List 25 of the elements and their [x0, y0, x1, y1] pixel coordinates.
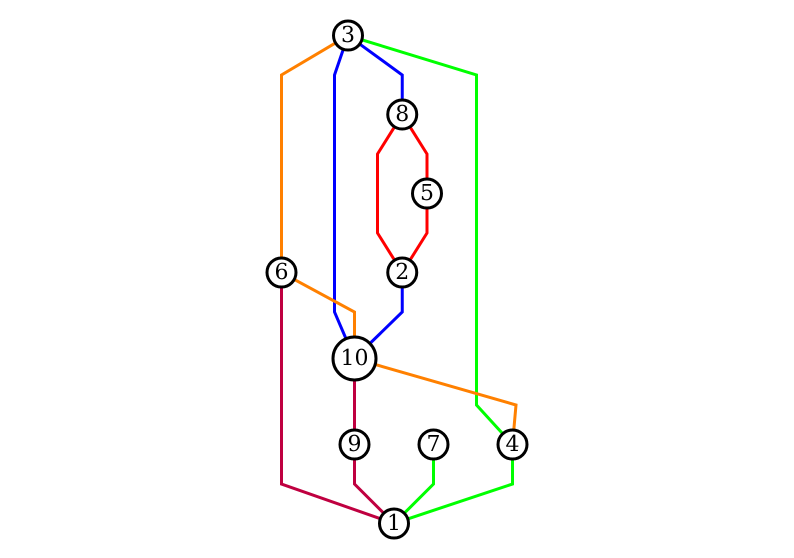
connector [358, 42, 404, 100]
connector [408, 208, 428, 260]
connector [407, 458, 514, 520]
connector [403, 458, 435, 514]
node-circle: 2 [386, 256, 418, 288]
node-circle: 6 [266, 256, 298, 288]
node-circle: 9 [338, 428, 370, 460]
node-circle: 3 [332, 19, 364, 51]
node-circle: 7 [418, 428, 450, 460]
node-circle: 5 [411, 177, 443, 209]
connector [333, 48, 348, 339]
node-circle: 10 [332, 335, 378, 381]
node-circle: 1 [378, 507, 410, 539]
connector [294, 278, 356, 336]
connector [376, 126, 396, 260]
node-circle: 8 [386, 98, 418, 130]
connector [353, 458, 385, 514]
connector [280, 41, 336, 258]
connector [408, 126, 428, 178]
connector [374, 362, 518, 430]
connector [361, 38, 504, 434]
connector [280, 286, 381, 520]
connector [368, 286, 404, 344]
connector [353, 380, 356, 430]
node-circle: 4 [496, 428, 528, 460]
